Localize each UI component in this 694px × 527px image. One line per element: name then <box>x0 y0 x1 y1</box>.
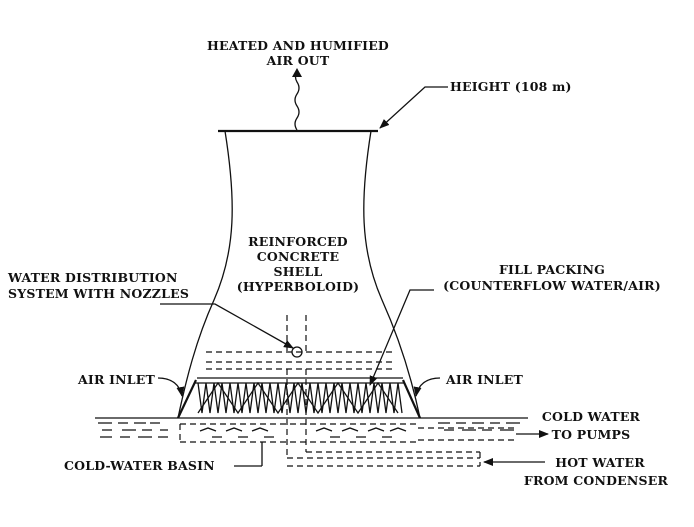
shell-label-line1: REINFORCED <box>248 234 348 249</box>
hot-water-label-line1: HOT WATER <box>555 455 645 470</box>
shell-label-line2: CONCRETE <box>257 249 340 264</box>
distribution-nozzle-icon <box>291 346 303 358</box>
water-distribution-label-line1: WATER DISTRIBUTION <box>7 270 178 285</box>
fill-packing-label-line2: (COUNTERFLOW WATER/AIR) <box>443 278 661 293</box>
air-out-label-line1: HEATED AND HUMIFIED <box>207 38 389 53</box>
hot-water-pipe <box>286 369 481 467</box>
cold-water-pipe <box>418 427 516 441</box>
water-distribution-leader <box>160 303 294 349</box>
cold-water-basin <box>179 423 418 443</box>
tower-shell-left <box>177 130 233 419</box>
fill-packing-label-line1: FILL PACKING <box>499 262 605 277</box>
fill-packing-leader <box>369 289 434 386</box>
tower-shell-right <box>363 130 421 419</box>
air-inlet-left-label: AIR INLET <box>77 372 155 387</box>
air-inlet-right-label: AIR INLET <box>445 372 523 387</box>
air-out-arrowhead <box>292 68 302 77</box>
air-inlet-left-arrow <box>157 377 185 397</box>
tower-base-right-foot <box>401 379 422 419</box>
fill-packing <box>195 377 405 415</box>
water-distribution-label-line2: SYSTEM WITH NOZZLES <box>8 286 189 301</box>
tower-base-left-foot <box>177 379 197 419</box>
air-out-label-line2: AIR OUT <box>266 53 330 68</box>
basin-label: COLD-WATER BASIN <box>64 458 215 473</box>
water-distribution-pipes <box>206 315 392 370</box>
air-out-wavy-arrow <box>294 71 300 131</box>
ground-surface <box>95 417 528 438</box>
height-leader-line <box>379 86 448 129</box>
shell-label-line4: (HYPERBOLOID) <box>237 279 360 294</box>
shell-label-line3: SHELL <box>274 264 323 279</box>
air-inlet-right-arrow <box>413 377 441 397</box>
height-label: HEIGHT (108 m) <box>450 79 572 94</box>
cold-water-label-line2: TO PUMPS <box>552 427 631 442</box>
cold-water-label-line1: COLD WATER <box>542 409 641 424</box>
hot-water-label-line2: FROM CONDENSER <box>524 473 669 488</box>
